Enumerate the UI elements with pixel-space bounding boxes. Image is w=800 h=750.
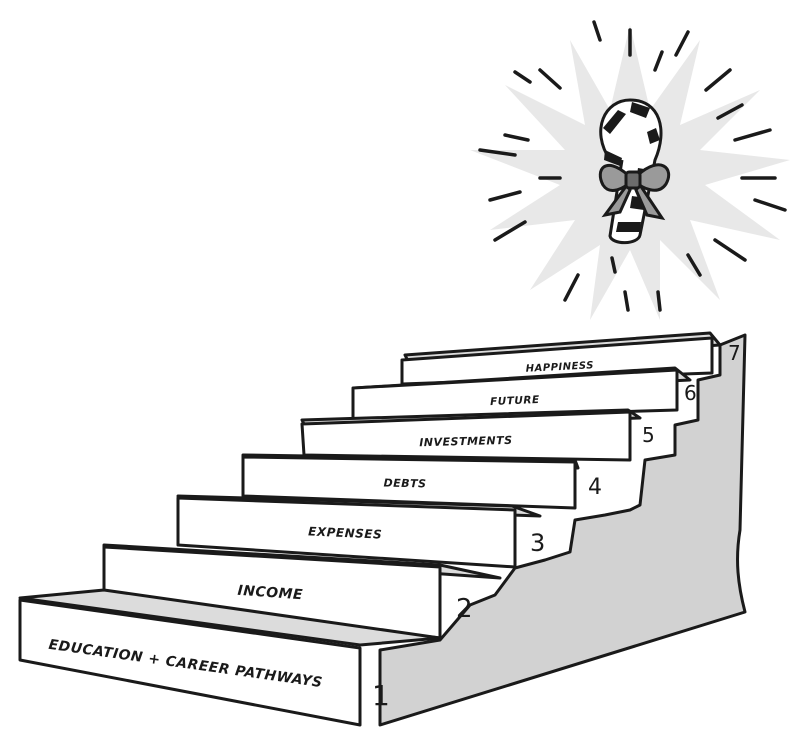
step-6-riser <box>351 368 679 422</box>
step-1-riser <box>18 598 362 727</box>
step-6-label: FUTURE <box>490 394 540 408</box>
step-2-number: 2 <box>456 594 473 624</box>
step-3-number: 3 <box>530 529 545 557</box>
step-1-tread <box>18 588 442 647</box>
step-5-number: 5 <box>642 423 655 447</box>
burst-rays <box>478 20 787 312</box>
step-5-label: INVESTMENTS <box>419 434 513 449</box>
step-1-number: 1 <box>372 679 390 712</box>
step-7-number: 7 <box>728 341 741 365</box>
step-4-riser <box>241 455 577 510</box>
step-7-label: HAPPINESS <box>526 360 595 375</box>
candy-cane-with-bow-icon <box>598 98 671 245</box>
step-5-riser <box>300 410 632 462</box>
step-3-label: EXPENSES <box>308 524 383 541</box>
step-4: DEBTS 4 <box>241 453 602 510</box>
steps: HAPPINESS 7 FUTURE 6 INVESTMENTS 5 DEBTS… <box>18 331 741 727</box>
step-5: INVESTMENTS 5 <box>300 408 655 462</box>
step-6: FUTURE 6 <box>351 366 697 422</box>
stair-side-wall <box>378 333 747 727</box>
step-4-number: 4 <box>588 475 602 500</box>
step-4-label: DEBTS <box>383 477 426 491</box>
step-2-label: INCOME <box>237 583 304 604</box>
step-3-riser <box>176 496 517 569</box>
bow-icon <box>598 163 671 221</box>
step-6-number: 6 <box>684 381 697 405</box>
step-3: EXPENSES 3 <box>176 494 545 569</box>
